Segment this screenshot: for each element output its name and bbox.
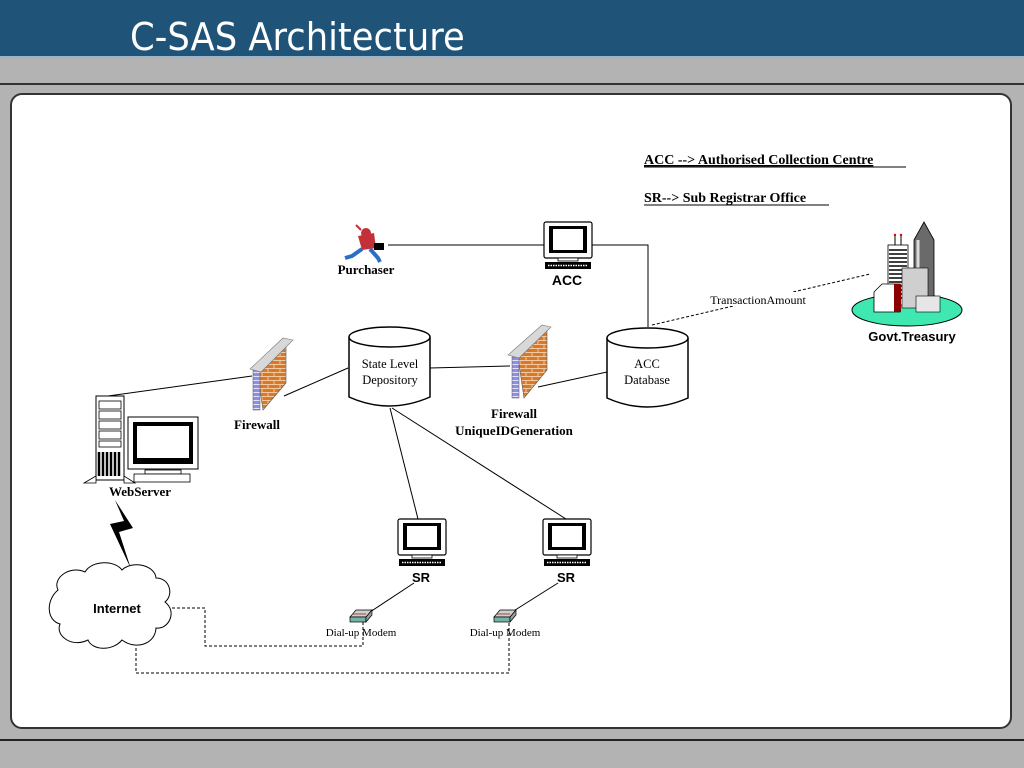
acc-node[interactable]: ACC: [543, 221, 593, 288]
database-cylinder-icon: [348, 326, 431, 407]
office-buildings-icon: [851, 221, 963, 327]
running-person-icon: [344, 224, 384, 263]
line-acc-accdb: [592, 244, 649, 327]
purchaser-node[interactable]: Purchaser: [338, 224, 395, 277]
line-sr2-modem2: [511, 582, 559, 613]
transaction-amount-label: TransactionAmount: [710, 293, 806, 307]
line-depository-sr2: [391, 407, 567, 520]
lightning-link-icon: [110, 500, 133, 569]
line-webserver-firewall: [107, 375, 253, 397]
legend-sr: SR--> Sub Registrar Office: [644, 191, 806, 206]
legend-acc: ACC --> Authorised Collection Centre: [644, 153, 873, 168]
firewall-right-label-line2: UniqueIDGeneration: [455, 423, 574, 438]
acc-database-node[interactable]: ACC Database: [606, 327, 689, 408]
brick-firewall-icon: [507, 324, 552, 399]
top-divider: [0, 83, 1024, 85]
acc-database-label-line1: ACC: [634, 357, 660, 371]
firewall-left-label: Firewall: [234, 417, 280, 432]
acc-database-label-line2: Database: [624, 373, 670, 387]
modem1-label: Dial-up Modem: [326, 627, 397, 639]
internet-node[interactable]: Internet: [48, 562, 172, 649]
computer-terminal-icon: [542, 518, 592, 567]
computer-terminal-icon: [397, 518, 447, 567]
sr2-node[interactable]: SR: [542, 518, 592, 585]
modem1-node[interactable]: Dial-up Modem: [326, 609, 397, 639]
dashed-internet-modem1: [172, 607, 364, 647]
modem-icon: [349, 609, 373, 623]
line-sr1-modem1: [369, 582, 415, 613]
dashed-internet-modem2: [135, 622, 510, 674]
depository-label-line2: Depository: [362, 373, 418, 387]
brick-firewall-icon: [249, 337, 294, 411]
diagram-panel: [10, 93, 1012, 729]
webserver-label: WebServer: [109, 484, 171, 499]
sr1-node[interactable]: SR: [397, 518, 447, 585]
sr2-label: SR: [557, 570, 576, 585]
cloud-icon: [48, 562, 172, 649]
title-bar: C-SAS Architecture: [0, 0, 1024, 59]
depository-label-line1: State Level: [362, 357, 419, 371]
bottom-strip: [0, 741, 1024, 768]
firewall-right-label-line1: Firewall: [491, 406, 537, 421]
firewall-left-node[interactable]: Firewall: [234, 337, 294, 432]
internet-label: Internet: [93, 601, 141, 616]
line-depository-firewall2: [429, 365, 511, 369]
connection-lines: [107, 244, 649, 613]
govt-treasury-label: Govt.Treasury: [868, 329, 956, 344]
modem2-node[interactable]: Dial-up Modem: [470, 609, 541, 639]
state-depository-node[interactable]: State Level Depository: [348, 326, 431, 407]
line-firewall2-accdb: [537, 371, 608, 388]
legend: ACC --> Authorised Collection Centre SR-…: [644, 153, 906, 206]
line-firewall-depository: [283, 367, 349, 397]
sr1-label: SR: [412, 570, 431, 585]
bottom-divider: [0, 739, 1024, 741]
database-cylinder-icon: [606, 327, 689, 408]
line-depository-sr1: [389, 407, 419, 520]
modem2-label: Dial-up Modem: [470, 627, 541, 639]
firewall-right-node[interactable]: Firewall UniqueIDGeneration: [455, 324, 574, 438]
modem-icon: [493, 609, 517, 623]
govt-treasury-node[interactable]: Govt.Treasury: [851, 221, 963, 344]
webserver-node[interactable]: WebServer: [82, 395, 199, 499]
purchaser-label: Purchaser: [338, 262, 395, 277]
acc-label: ACC: [552, 272, 582, 288]
server-tower-icon: [82, 395, 199, 484]
computer-terminal-icon: [543, 221, 593, 270]
slide-title: C-SAS Architecture: [130, 15, 465, 59]
